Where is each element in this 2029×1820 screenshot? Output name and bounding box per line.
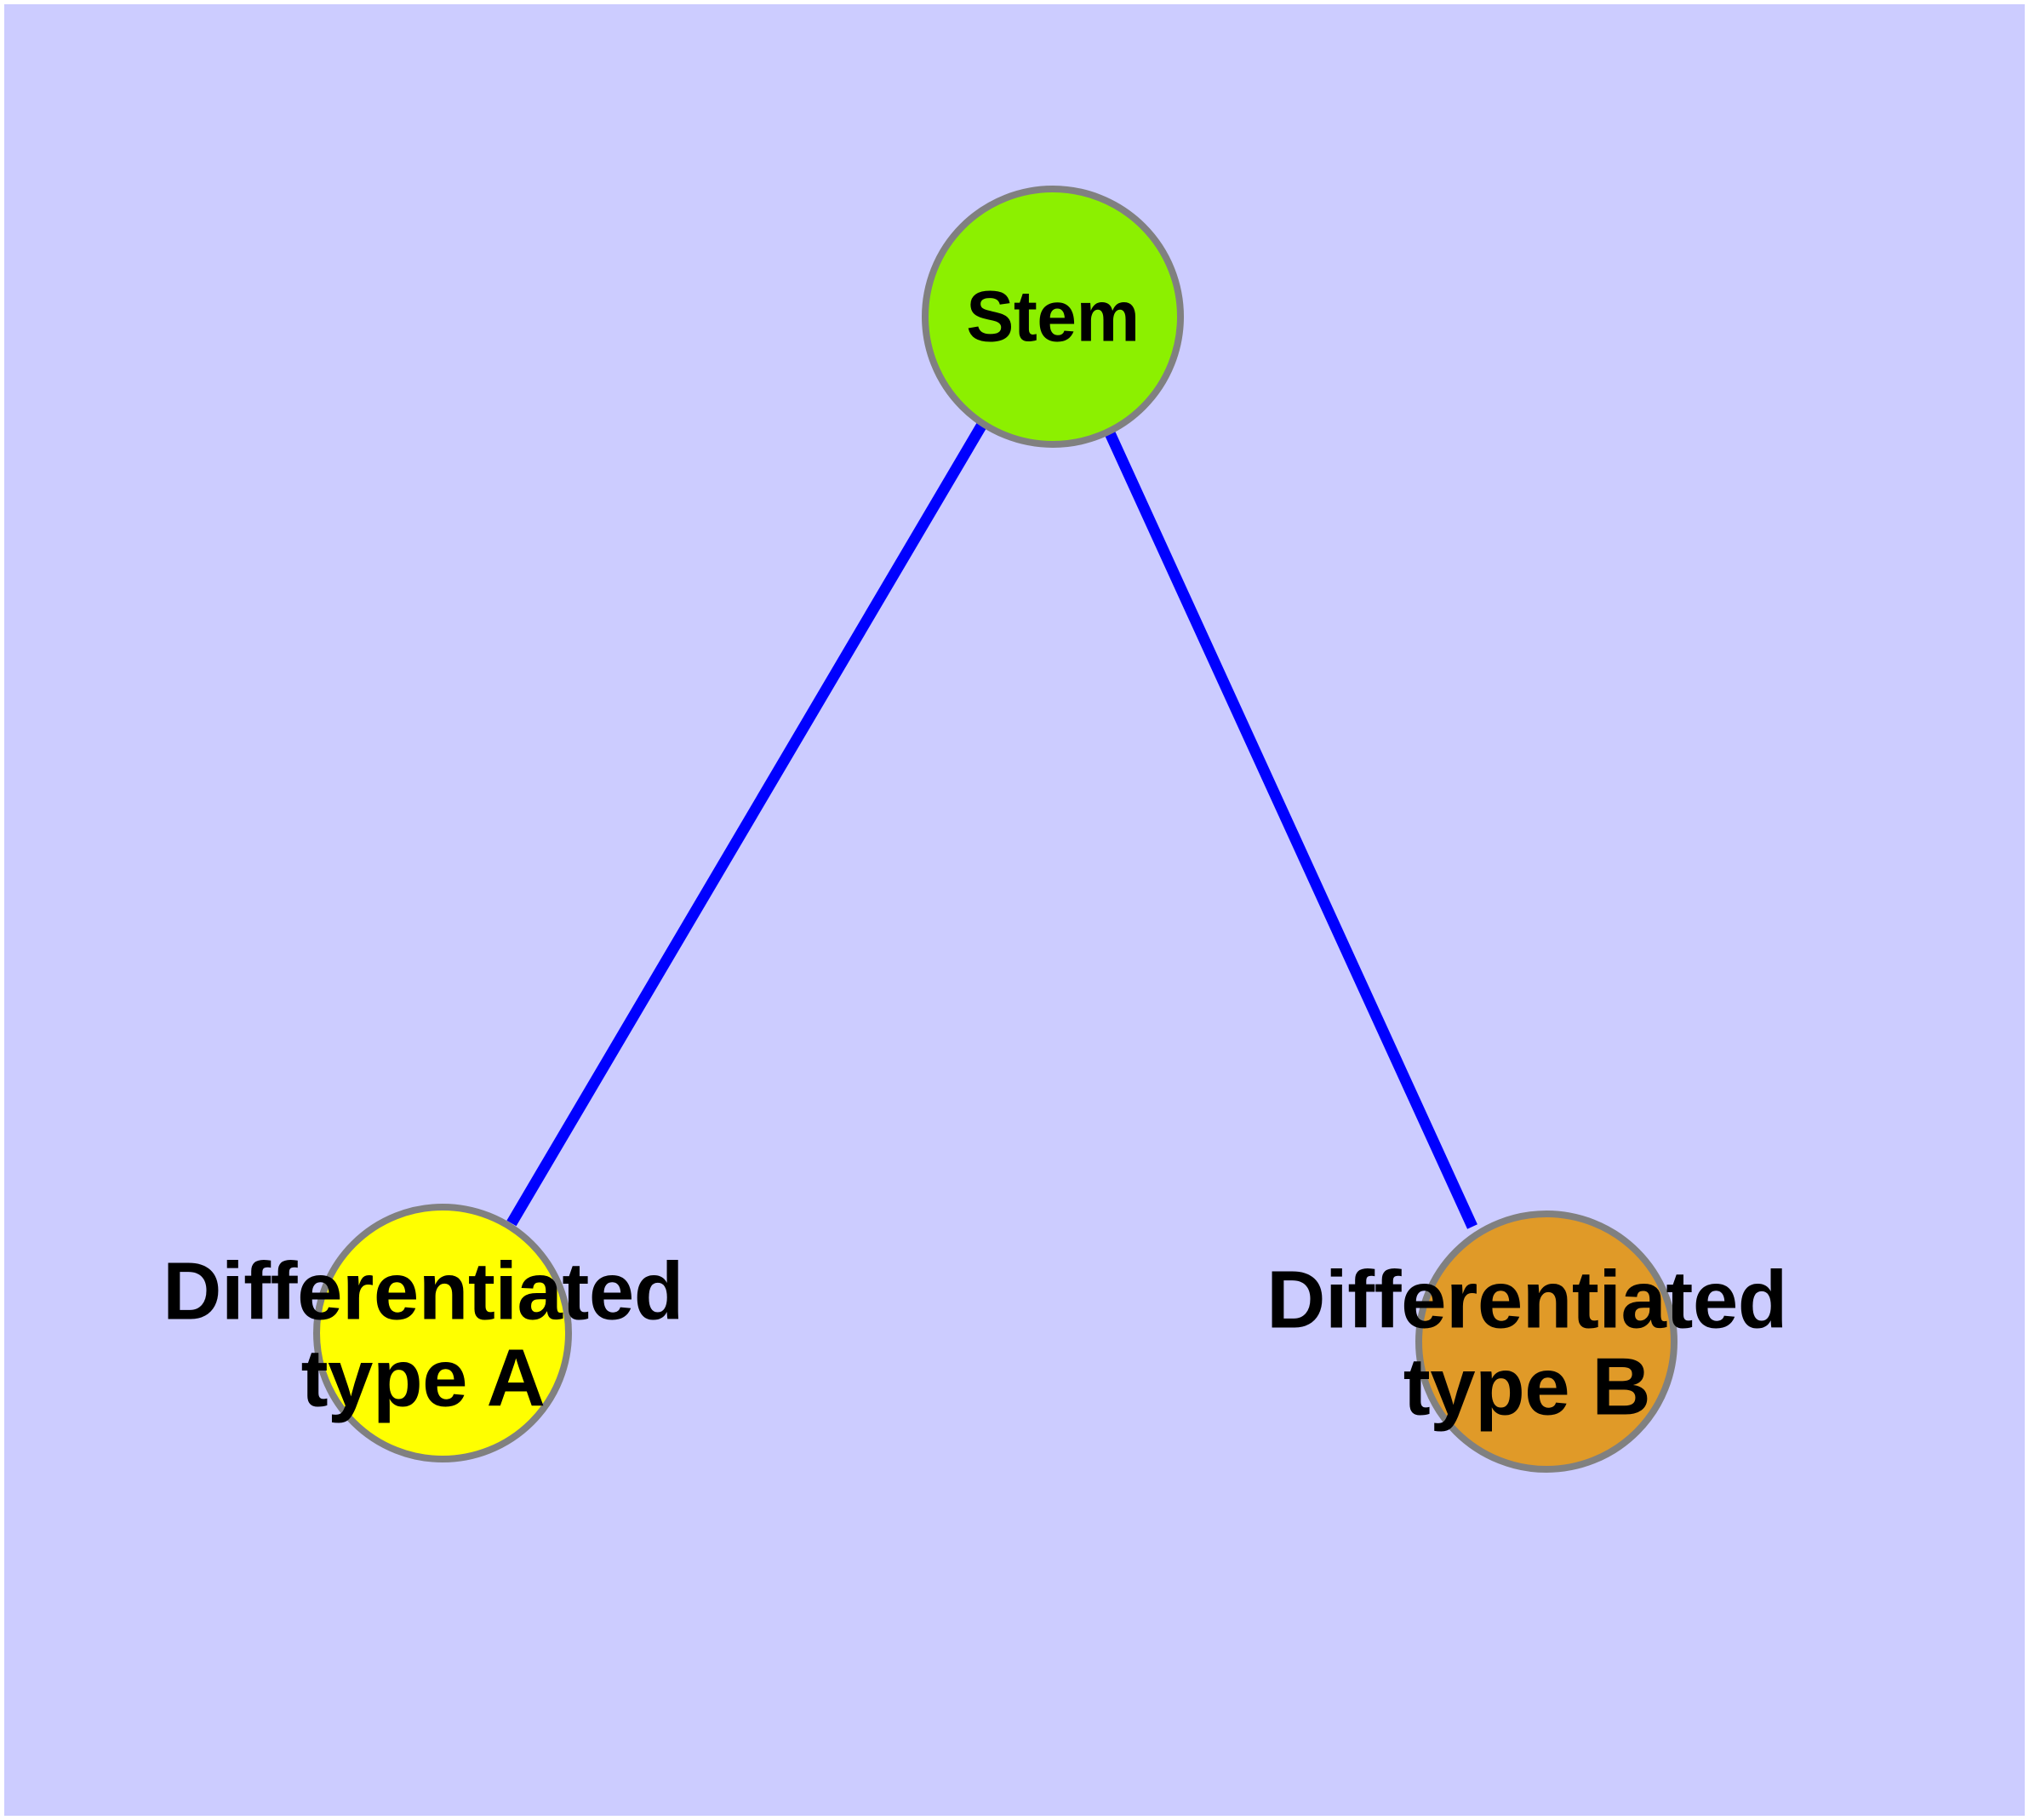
edge-layer [506,420,1477,1229]
node-stem[interactable] [922,186,1184,448]
node-differentiated-type-a[interactable] [313,1204,572,1462]
node-differentiated-type-b[interactable] [1415,1210,1677,1473]
node-layer [313,186,1677,1473]
edge-stem-to-type-b[interactable] [1101,423,1477,1229]
edge-stem-to-type-a[interactable] [506,420,988,1227]
